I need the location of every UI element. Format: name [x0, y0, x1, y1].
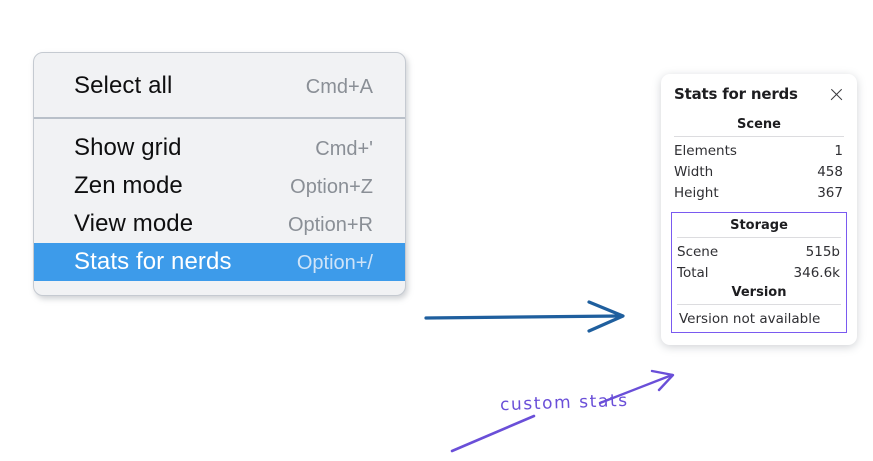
blue-pointer-arrow [424, 300, 625, 333]
stats-row-height: Height 367 [671, 182, 847, 203]
menu-group-1: Select all Cmd+A [34, 53, 405, 117]
menu-item-label: Stats for nerds [74, 248, 232, 275]
menu-item-shortcut: Option+Z [290, 176, 373, 198]
stats-section-version: Version Version not available [674, 283, 844, 328]
stats-row-value: 515b [805, 243, 840, 260]
menu-divider [34, 117, 405, 119]
section-rule [677, 304, 841, 305]
menu-item-shortcut: Option+R [287, 214, 373, 236]
section-heading-version: Version [731, 285, 787, 300]
menu-item-label: Zen mode [74, 172, 183, 199]
stats-row-label: Scene [677, 243, 719, 260]
stats-section-scene: Scene Elements 1 Width 458 Height 367 [671, 115, 847, 203]
stats-row-total: Total 346.6k [674, 262, 844, 283]
purple-annotation-tail [450, 414, 536, 453]
context-menu[interactable]: Select all Cmd+A Show grid Cmd+' Zen mod… [33, 52, 406, 296]
section-rule [674, 136, 844, 137]
menu-item-label: View mode [74, 210, 194, 237]
menu-item-view-mode[interactable]: View mode Option+R [34, 205, 405, 243]
stats-panel-header: Stats for nerds [671, 85, 847, 103]
version-status-text: Version not available [679, 311, 821, 327]
stats-row-elements: Elements 1 [671, 140, 847, 161]
menu-item-label: Show grid [74, 134, 182, 161]
stats-row-value: 1 [834, 142, 843, 159]
menu-group-2: Show grid Cmd+' Zen mode Option+Z View m… [34, 119, 405, 295]
section-heading-storage: Storage [730, 218, 788, 233]
stats-row-scene: Scene 515b [674, 241, 844, 262]
stats-section-storage: Storage Scene 515b Total 346.6k [674, 216, 844, 283]
menu-item-shortcut: Cmd+A [305, 76, 373, 98]
stats-panel-title: Stats for nerds [674, 85, 798, 103]
custom-stats-box: Storage Scene 515b Total 346.6k Version … [671, 212, 847, 333]
annotation-label: custom stats [499, 390, 629, 416]
menu-item-show-grid[interactable]: Show grid Cmd+' [34, 129, 405, 167]
menu-item-zen-mode[interactable]: Zen mode Option+Z [34, 167, 405, 205]
menu-item-shortcut: Cmd+' [315, 138, 373, 160]
stats-row-value: 458 [817, 163, 843, 180]
menu-item-select-all[interactable]: Select all Cmd+A [34, 67, 405, 105]
menu-item-shortcut: Option+/ [296, 252, 373, 274]
close-icon[interactable] [828, 86, 845, 103]
menu-item-label: Select all [74, 72, 173, 99]
stats-for-nerds-panel: Stats for nerds Scene Elements 1 Width 4… [661, 74, 857, 345]
stats-row-label: Total [677, 264, 709, 281]
stats-row-label: Elements [674, 142, 737, 159]
stats-row-width: Width 458 [671, 161, 847, 182]
stats-row-label: Height [674, 184, 719, 201]
section-rule [677, 237, 841, 238]
menu-item-stats-for-nerds[interactable]: Stats for nerds Option+/ [34, 243, 405, 281]
section-heading-scene: Scene [737, 117, 781, 132]
stats-row-label: Width [674, 163, 714, 180]
stats-row-value: 346.6k [793, 264, 840, 281]
stats-row-value: 367 [817, 184, 843, 201]
